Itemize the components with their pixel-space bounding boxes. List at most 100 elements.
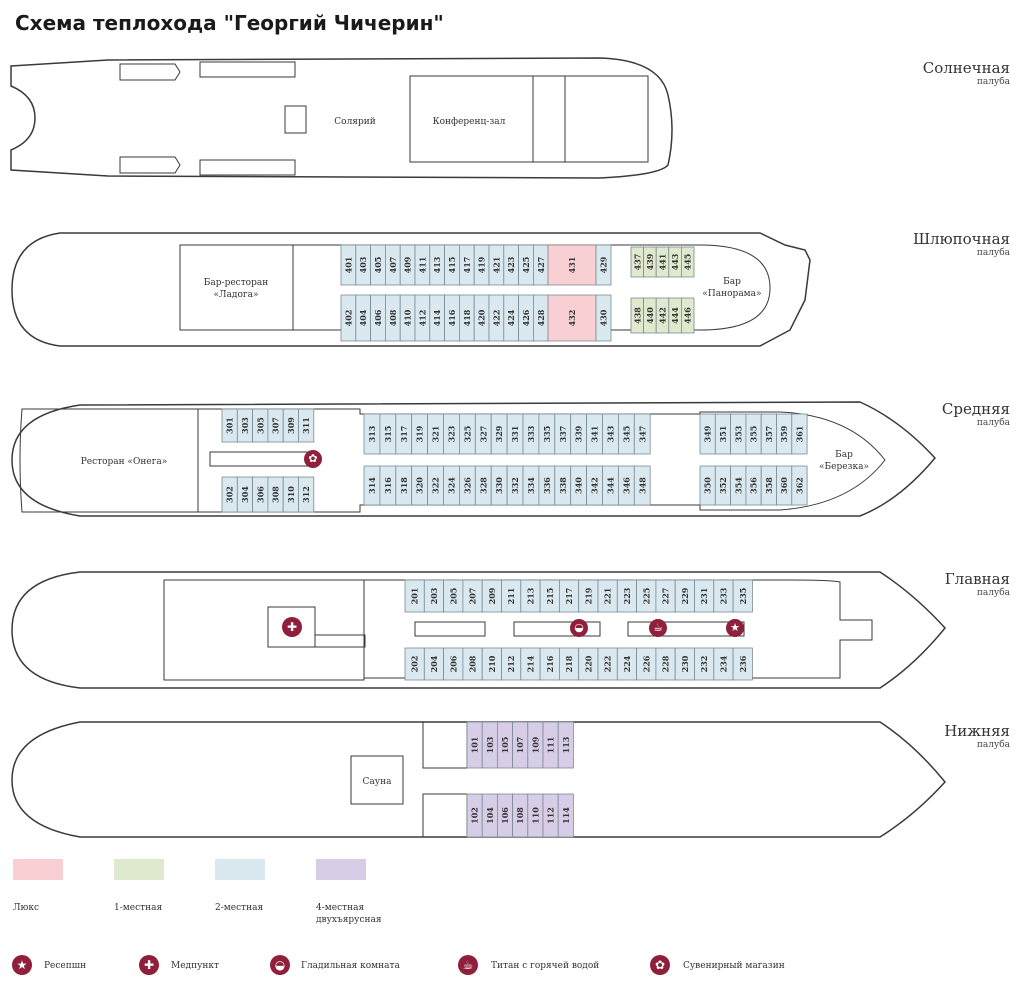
cabin-number: 446 [683,307,693,324]
cabin-number: 325 [462,426,472,443]
cabin-number: 215 [545,588,555,605]
cabin-number: 413 [432,256,442,273]
cabin[interactable] [298,408,315,443]
cabin[interactable] [298,476,315,513]
cabin-number: 330 [494,477,504,494]
cabin-number: 223 [622,587,632,604]
cabin-number: 350 [703,477,713,494]
cabin-number: 442 [658,307,668,324]
cabin-number: 362 [794,477,804,494]
cabin-number: 344 [605,477,615,494]
cabin[interactable] [557,793,574,838]
cabin-number: 102 [470,807,480,824]
cabin-number: 323 [446,425,456,442]
cabin[interactable] [681,246,695,278]
cabin-number: 335 [542,426,552,443]
conference-label: Конференц-зал [433,117,506,127]
legend-label-lux: Люкс [13,903,40,913]
star-icon: ★ [726,619,744,637]
deck-sub: палуба [976,588,1010,598]
cabin-number: 402 [343,310,353,327]
cabin-number: 403 [358,256,368,273]
cabin-number: 419 [477,256,487,273]
cabin-number: 210 [487,655,497,672]
cabin-number: 334 [526,477,536,494]
cabin-number: 425 [521,257,531,274]
cabin-number: 306 [255,486,265,503]
cabin[interactable] [547,244,597,286]
cabin-number: 226 [641,655,651,672]
cabin-number: 308 [271,486,281,503]
cabin-number: 315 [383,426,393,443]
cabin-number: 352 [718,477,728,494]
cabin-number: 236 [738,655,748,672]
cabin[interactable] [557,721,574,769]
cabin[interactable] [791,413,808,455]
sauna-label: Сауна [363,777,393,787]
cabin-number: 343 [605,425,615,442]
cabin-number: 349 [703,425,713,442]
cabin-number: 359 [779,425,789,442]
cabin-number: 233 [718,587,728,604]
cabin-number: 208 [468,655,478,672]
cabin-number: 232 [699,656,709,673]
cabin[interactable] [732,647,753,681]
cabin[interactable] [633,465,651,506]
cabin-number: 421 [491,257,501,274]
cabin-number: 222 [603,656,613,673]
deck-name: Главная [944,570,1010,588]
cabin-number: 357 [764,426,774,443]
cabin-number: 318 [399,477,409,494]
cabin-number: 353 [733,425,743,442]
cabin-number: 320 [415,477,425,494]
cabin-number: 348 [637,477,647,494]
cabin-number: 360 [779,477,789,494]
cabin-number: 302 [225,486,235,503]
cabin-number: 303 [240,417,250,434]
cabin-number: 336 [542,477,552,494]
cabin-number: 416 [447,309,457,326]
cabin[interactable] [791,465,808,506]
berezka-label-2: «Березка» [819,462,869,472]
cabin-number: 409 [403,256,413,273]
cabin-number: 321 [431,426,441,443]
cabin[interactable] [595,244,612,286]
cabin-number: 329 [494,425,504,442]
icon-label-medical: Медпункт [171,961,219,971]
cabin[interactable] [732,579,753,613]
legend-swatch-quad [316,859,366,880]
sun-deck [10,57,673,179]
cabin-number: 203 [429,587,439,604]
cabin-number: 314 [367,477,377,494]
cabin[interactable] [547,294,597,342]
deck-sub: палуба [976,77,1010,87]
cabin[interactable] [595,294,612,342]
cabin-number: 113 [561,736,571,753]
cabin-number: 414 [432,309,442,326]
cabin[interactable] [681,297,695,334]
panorama-label-2: «Панорама» [702,289,761,299]
cabin-number: 423 [506,256,516,273]
cabin-number: 106 [500,807,510,824]
cabin-number: 220 [583,655,593,672]
cabin-number: 201 [410,588,420,605]
cabin-number: 361 [794,426,804,443]
cabin-number: 322 [431,477,441,494]
iron-icon: ◒ [270,955,290,975]
cabin-number: 356 [749,477,759,494]
cabin-number: 351 [718,426,728,443]
cabin-number: 307 [271,417,281,434]
cabin-number: 107 [515,737,525,754]
cabin-number: 429 [599,256,609,273]
cabin-number: 316 [383,477,393,494]
cabin-number: 428 [536,309,546,326]
icon-label-ironing: Гладильная комната [301,961,400,971]
cabin-number: 206 [448,655,458,672]
star-icon: ★ [12,955,32,975]
cabin-number: 327 [478,426,488,443]
cabin-number: 111 [546,737,556,754]
cabin[interactable] [633,413,651,455]
cabin-number: 204 [429,655,439,672]
